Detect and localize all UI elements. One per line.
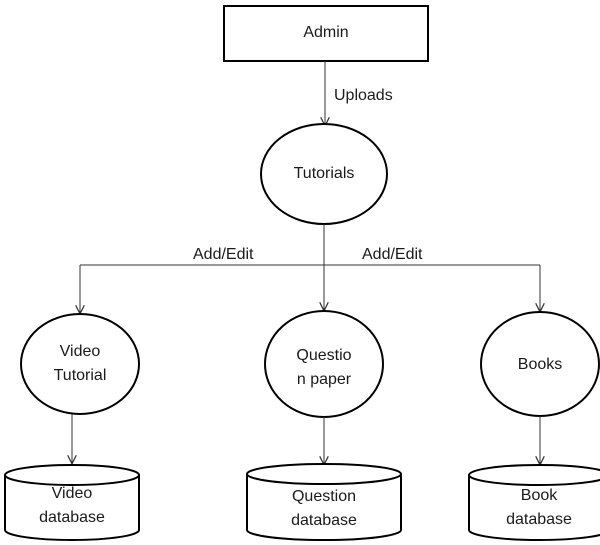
video-tutorial-node: [20, 313, 140, 415]
question-database: [246, 463, 402, 541]
book-database-label-line1: Book: [520, 487, 558, 504]
add-edit-left-label: Add/Edit: [193, 246, 254, 263]
add-edit-right-label: Add/Edit: [362, 246, 423, 263]
admin-box: [223, 5, 429, 62]
uploads-label: Uploads: [334, 87, 393, 104]
video-tutorial-label-line2: Tutorial: [53, 367, 107, 384]
question-database-label-line2: database: [291, 512, 357, 529]
video-database: [4, 464, 140, 541]
book-database: [468, 464, 600, 541]
book-database-label-line2: database: [506, 511, 572, 528]
admin-label: Admin: [303, 24, 349, 41]
question-paper-label-line2: n paper: [296, 371, 352, 388]
video-tutorial-label-line1: Video: [59, 343, 101, 360]
video-database-label-line2: database: [39, 509, 105, 526]
question-paper-label-line1: Questio: [296, 347, 352, 364]
video-database-label-line1: Video: [51, 485, 93, 502]
tutorials-label: Tutorials: [293, 165, 355, 182]
question-database-label-line1: Question: [291, 488, 357, 505]
books-label: Books: [517, 356, 563, 373]
